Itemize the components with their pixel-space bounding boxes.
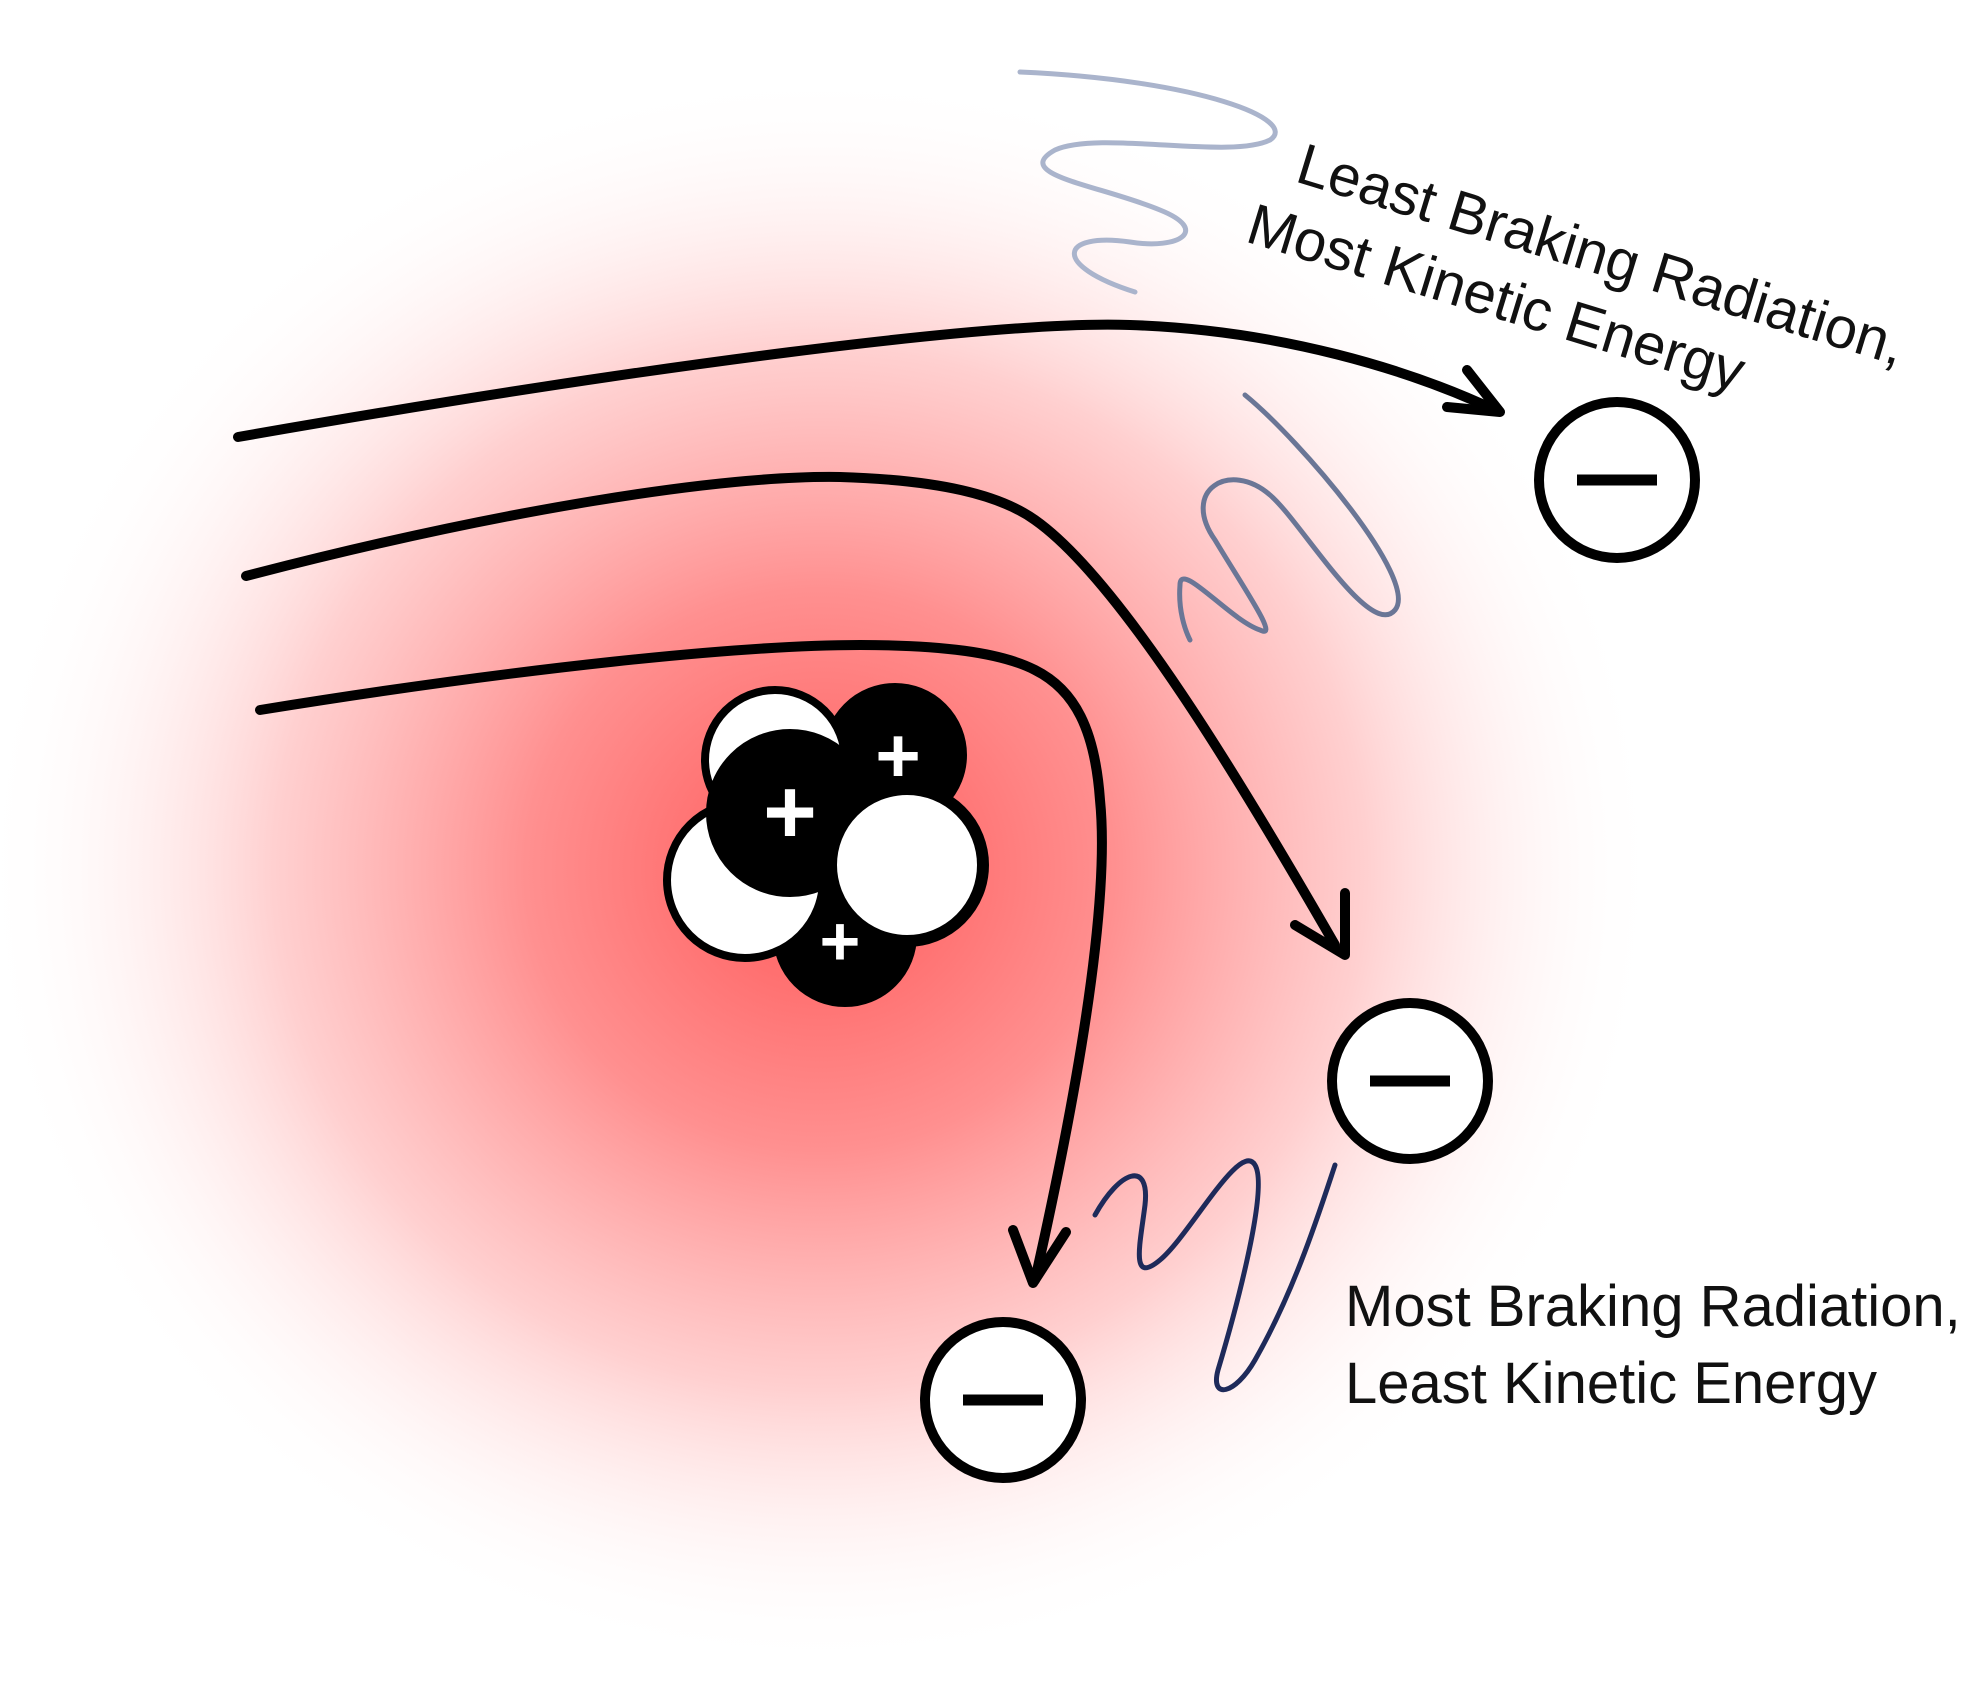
- trajectory-middle-arrowhead: [1290, 888, 1350, 960]
- label-bottom-line2: Least Kinetic Energy: [1345, 1351, 1877, 1416]
- proton-sign-front: +: [763, 761, 817, 863]
- trajectory-top-arrowhead: [1442, 365, 1505, 417]
- nucleon-outline-right: [829, 787, 986, 943]
- label-bottom: Most Braking Radiation, Least Kinetic En…: [1345, 1274, 1961, 1416]
- electron-bottom: [920, 1317, 1086, 1483]
- electron-top: [1534, 397, 1700, 563]
- photon-wave-medium: [1177, 392, 1401, 643]
- proton-sign-back-top: +: [875, 711, 921, 799]
- photon-wave-strong: [1092, 1158, 1338, 1393]
- nucleon-neutron-right-overlay: [833, 791, 981, 939]
- photon-wave-faint: [1017, 69, 1278, 295]
- trajectory-bottom: [255, 639, 1107, 1285]
- trajectory-bottom-arrowhead: [1008, 1225, 1071, 1288]
- trajectory-middle: [241, 471, 1340, 950]
- electron-middle: [1327, 998, 1493, 1164]
- trajectory-top: [233, 319, 1500, 442]
- label-bottom-line1: Most Braking Radiation,: [1345, 1274, 1961, 1339]
